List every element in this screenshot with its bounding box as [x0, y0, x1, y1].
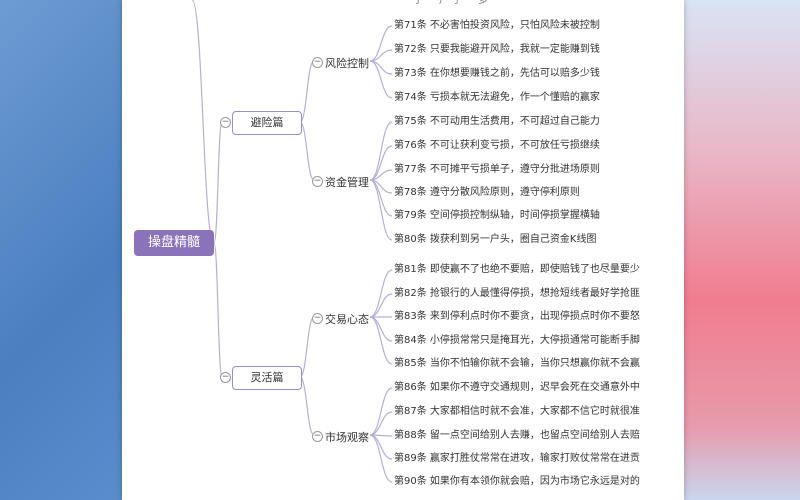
- connector-line: [369, 316, 393, 342]
- connector-line: [299, 316, 315, 378]
- background-right: [680, 0, 800, 500]
- leaf-item: 第79条 空间停损控制纵轴，时间停损掌握横轴: [394, 210, 600, 221]
- leaf-item: 第89条 赢家打胜仗常常在进攻，输家打败仗常常在进贡: [394, 453, 640, 464]
- leaf-item: 第81条 即使赢不了也绝不要赔，即使赔钱了也尽量要少: [394, 264, 640, 275]
- background-left: [0, 0, 125, 500]
- connector-line: [191, 0, 215, 244]
- leaf-item: 第74条 亏损本就无法避免，作一个懂赔的赢家: [394, 92, 600, 103]
- collapse-toggle-icon[interactable]: −: [312, 313, 323, 324]
- leaf-item: 第90条 如果你有本领你就会赔，因为市场它永远是对的: [394, 476, 640, 487]
- leaf-item: 第73条 在你想要赚钱之前，先估可以赔多少钱: [394, 68, 600, 79]
- leaf-item: 第86条 如果你不遵守交通规则，迟早会死在交通意外中: [394, 382, 640, 393]
- group-node-money-mgmt[interactable]: 资金管理: [325, 176, 369, 189]
- group-node-mindset[interactable]: 交易心态: [325, 313, 369, 326]
- collapse-toggle-icon[interactable]: −: [220, 372, 231, 383]
- leaf-item: 第71条 不必害怕投资风险，只怕风险未被控制: [394, 20, 600, 31]
- leaf-item: 第85条 当你不怕输你就不会输，当你只想赢你就不会赢: [394, 358, 640, 369]
- group-node-risk-control[interactable]: 风险控制: [325, 57, 369, 70]
- connector-line: [369, 179, 393, 241]
- mindmap-canvas: · · · 于 · · 户 于 · · 多 · · 操盘精髓 避险篇 − 灵活篇…: [122, 0, 684, 500]
- section-node-risk[interactable]: 避险篇: [232, 111, 302, 135]
- connector-line: [213, 242, 223, 378]
- leaf-item: 第87条 大家都相信时就不会准，大家都不信它时就很准: [394, 406, 640, 417]
- connector-line: [369, 60, 393, 99]
- leaf-item: 第76条 不可让获利变亏损，不可放任亏损继续: [394, 140, 600, 151]
- collapse-toggle-icon[interactable]: −: [312, 176, 323, 187]
- leaf-item: 第88条 留一点空间给别人去赚，也留点空间给别人去赔: [394, 430, 640, 441]
- connector-line: [369, 387, 393, 436]
- connector-line: [213, 121, 223, 244]
- connector-line: [369, 121, 393, 181]
- connector-line: [369, 434, 393, 460]
- connector-line: [369, 269, 393, 318]
- leaf-item: 第82条 抢银行的人最懂得停损，想抢短线者最好学抢匪: [394, 288, 640, 299]
- connector-line: [369, 434, 393, 483]
- collapse-toggle-icon[interactable]: −: [220, 117, 231, 128]
- top-fragment-text: · · · 于 · · 户 于 · · 多 · ·: [394, 0, 501, 6]
- collapse-toggle-icon[interactable]: −: [312, 57, 323, 68]
- group-node-market[interactable]: 市场观察: [325, 431, 369, 444]
- collapse-toggle-icon[interactable]: −: [312, 431, 323, 442]
- leaf-item: 第80条 拨获利到另一户头，圈自己资金K线图: [394, 234, 597, 245]
- connector-line: [369, 293, 393, 318]
- connector-line: [369, 145, 393, 181]
- leaf-item: 第84条 小停损常常只是掩耳光，大停损通常可能断手脚: [394, 335, 640, 346]
- leaf-item: 第75条 不可动用生活费用，不可超过自己能力: [394, 116, 600, 127]
- leaf-item: 第72条 只要我能避开风险，我就一定能赚到钱: [394, 44, 600, 55]
- connector-line: [369, 316, 393, 365]
- connector-line: [299, 60, 315, 123]
- root-node[interactable]: 操盘精髓: [134, 230, 214, 256]
- connector-line: [299, 121, 315, 181]
- leaf-item: 第77条 不可摊平亏损单子，遵守分批进场原则: [394, 164, 600, 175]
- connector-line: [299, 376, 315, 436]
- section-node-flex[interactable]: 灵活篇: [232, 366, 302, 390]
- leaf-item: 第78条 遵守分散风险原则，遵守停利原则: [394, 187, 580, 198]
- leaf-item: 第83条 来到停利点时你不要贪，出现停损点时你不要怒: [394, 311, 640, 322]
- connector-line: [369, 25, 393, 62]
- connector-line: [369, 411, 393, 436]
